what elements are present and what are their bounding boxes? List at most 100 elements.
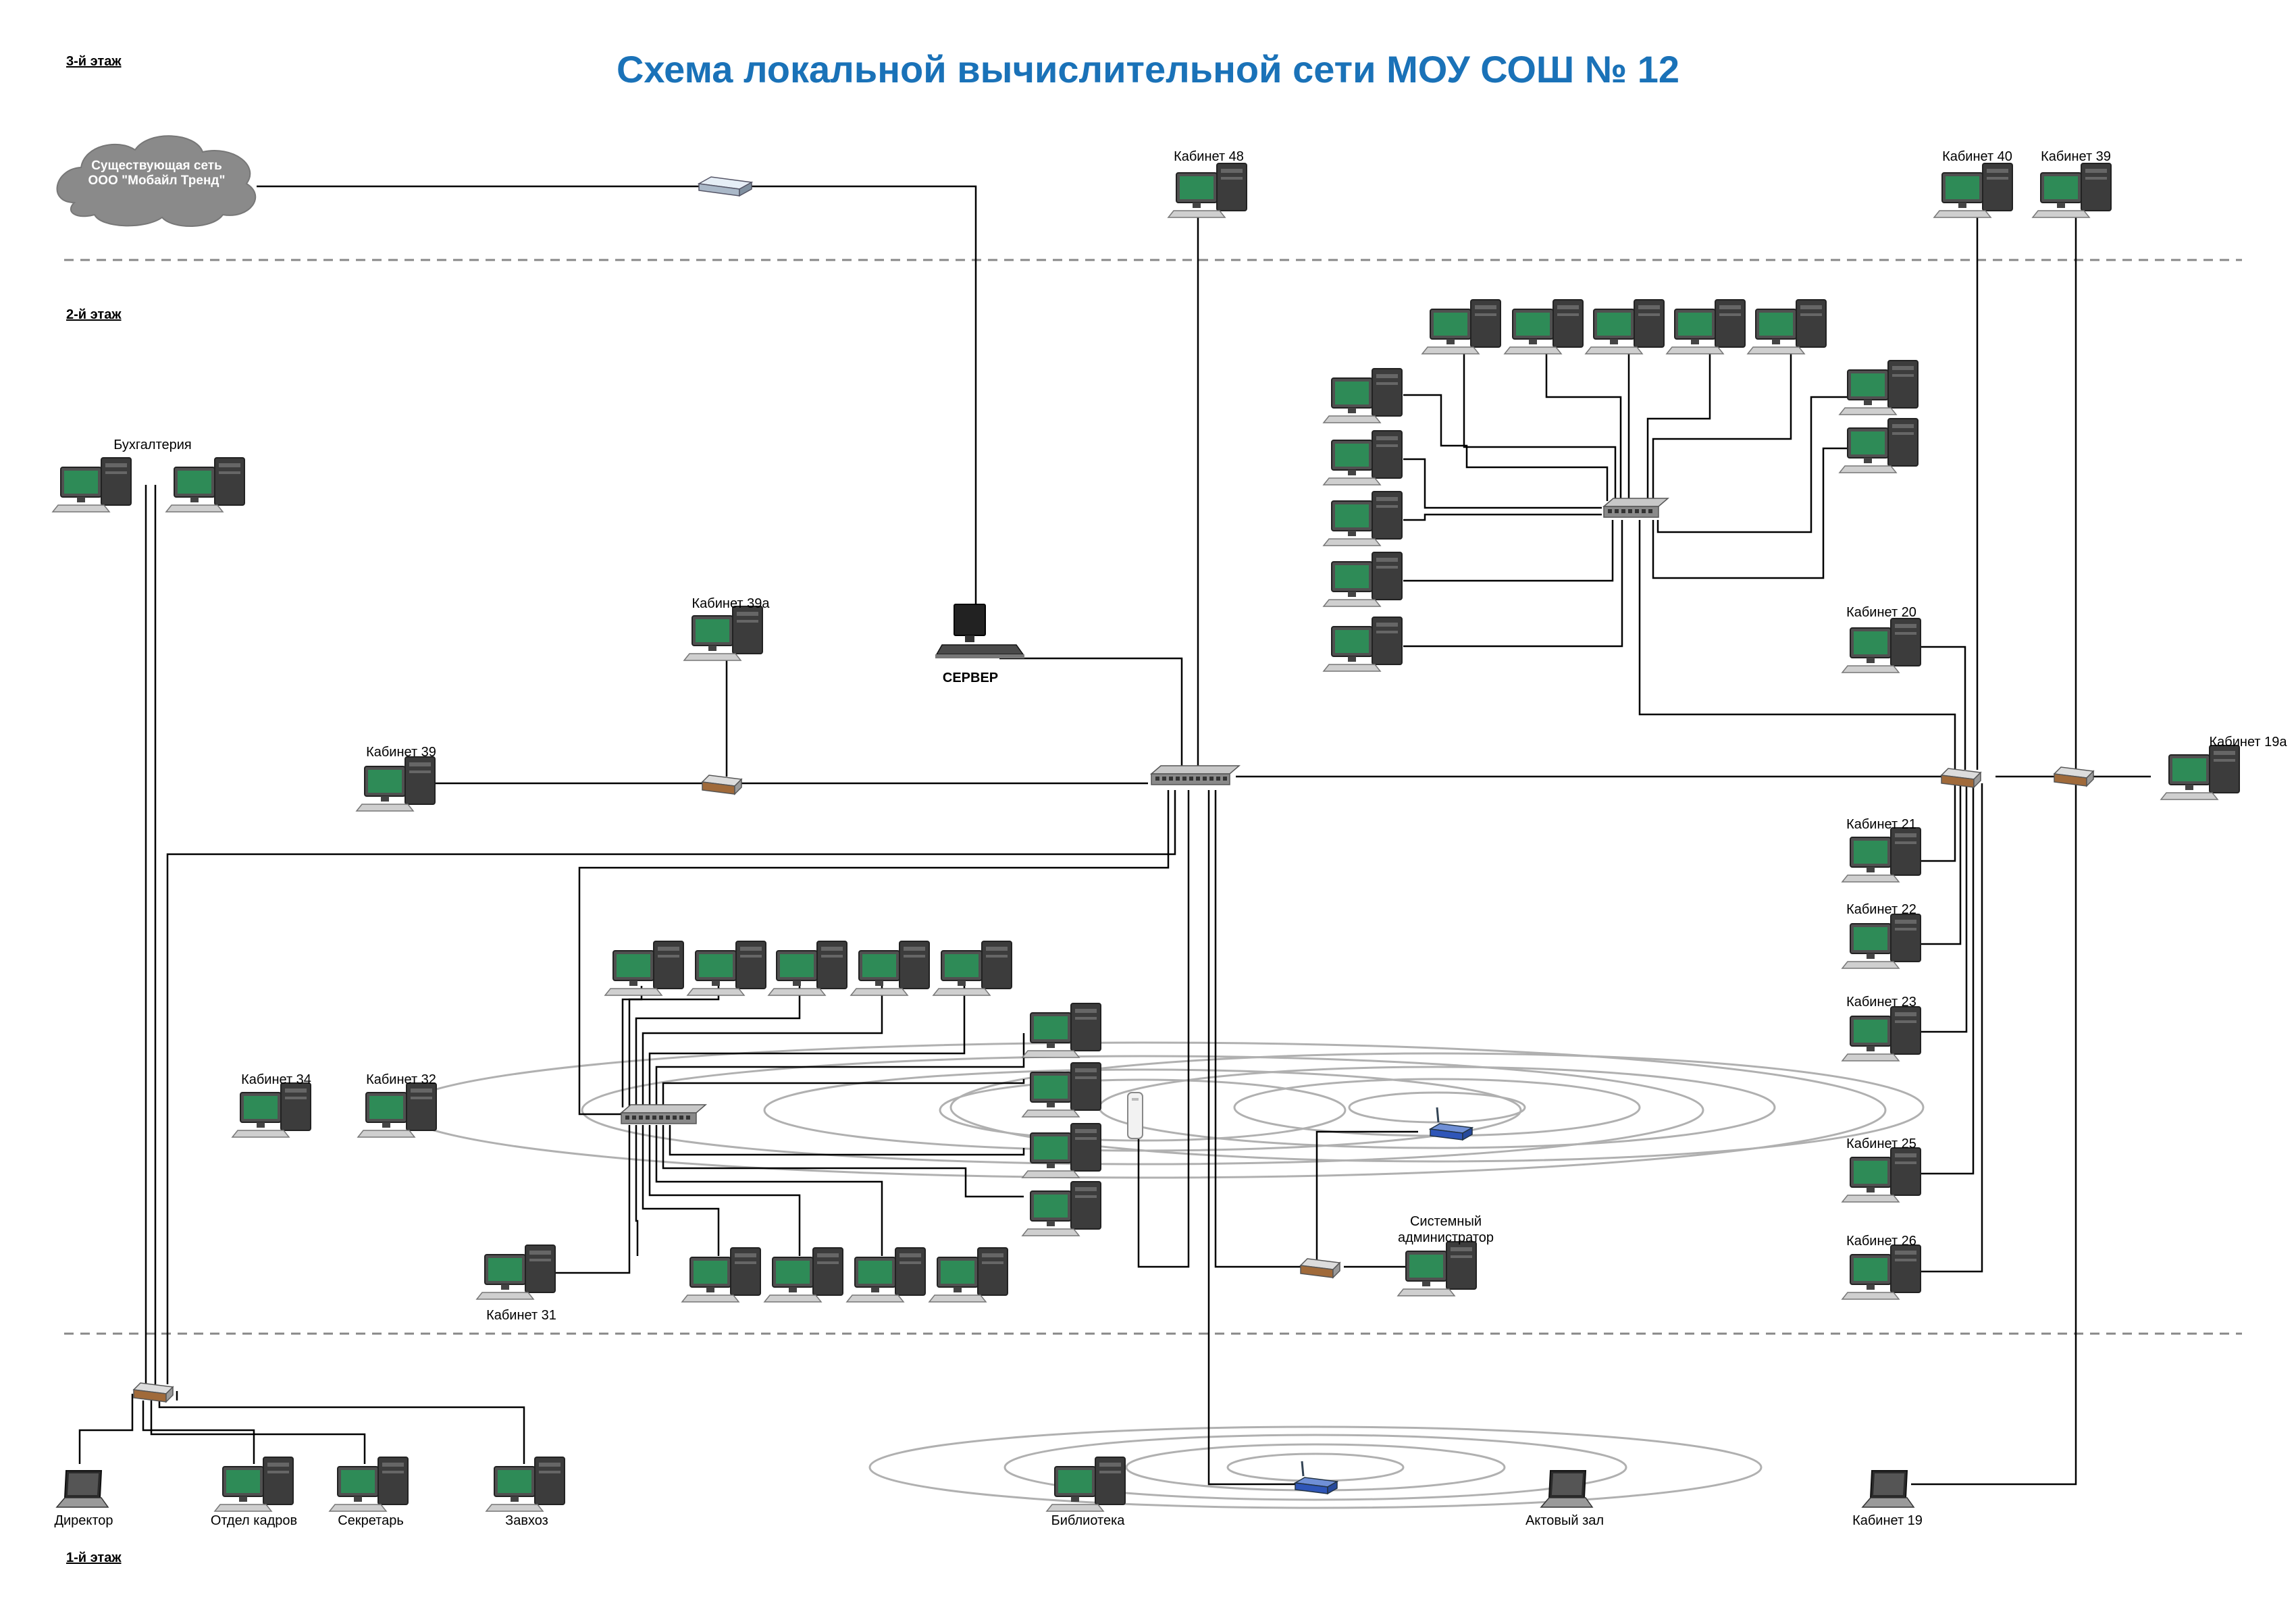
pc-lab-lower-top-1 [604,941,684,996]
label-director: Директор [54,1513,113,1528]
cable-lab-pc [1652,447,1848,579]
pc-lab-lower-bottom-3 [845,1247,926,1303]
pc-cabinet-21 [1841,827,1921,883]
cable-lab-pc [642,986,883,1107]
pc-secretary [328,1457,409,1512]
pc-cabinet-39 [355,756,436,812]
pc-cabinet-22 [1841,914,1921,969]
label-library: Библиотека [1051,1513,1125,1528]
cable-lab-pc [1403,520,1614,582]
pc-cabinet-19a [2160,745,2240,800]
pc-cabinet-25 [1841,1147,1921,1203]
cable-lab-pc [1656,396,1848,533]
page-title: Схема локальной вычислительной сети МОУ … [616,48,1679,90]
cable-admin-hub [1214,790,1303,1268]
cable-cab21 [1916,783,1956,862]
lab-upper-switch [1602,498,1670,518]
wireless-ring [868,1425,1763,1509]
pc-lab-lower-top-2 [686,941,766,996]
cable-lab-pc [655,1125,883,1256]
label-cabinet-34: Кабинет 34 [241,1072,311,1087]
label-cabinet-40: Кабинет 40 [1942,149,2012,164]
cable-lab-pc [1463,351,1617,501]
cable-cab22 [1916,783,1962,945]
cable-isp [257,185,977,611]
label-cabinet-48: Кабинет 48 [1174,149,1244,164]
cable-cab19 [1911,783,2077,1486]
pc-lab-lower-bottom-4 [928,1247,1008,1303]
pc-cabinet-26 [1841,1245,1921,1300]
pc-lab-lower-top-5 [932,941,1012,996]
pc-zavhoz [485,1457,565,1512]
label-cabinet-39-top: Кабинет 39 [2041,149,2111,164]
cable-zavhoz [158,1400,525,1464]
label-zavhoz: Завхоз [505,1513,548,1528]
lab-lower-switch [619,1104,708,1124]
cable-floor1-trunk [166,790,1176,1384]
cable-director [78,1394,134,1464]
pc-cabinet-39a [683,606,763,661]
pc-accounting-1 [51,457,132,513]
label-cabinet-19a: Кабинет 19а [2209,735,2287,750]
label-cabinet-23: Кабинет 23 [1846,995,1916,1010]
cable-cab25 [1916,783,1975,1175]
cable-wifi-ap [1137,790,1190,1268]
cloud-isp-network [56,135,257,228]
pc-lab-lower-right-2 [1021,1062,1101,1118]
pc-library [1045,1457,1126,1512]
pc-lab-upper-top-2 [1503,299,1584,355]
main-switch [1149,765,1241,785]
hub-cabinet-39 [701,775,743,795]
hub-sysadmin [1299,1258,1341,1279]
label-cabinet-20: Кабинет 20 [1846,605,1916,620]
wireless-coverage-rings [398,1041,1925,1509]
cable-wifi-router [1315,1130,1418,1267]
cable-lab-pc [1646,351,1711,501]
pc-lab-upper-top-3 [1584,299,1665,355]
label-hr-department: Отдел кадров [210,1513,298,1528]
pc-lab-upper-left-3 [1322,491,1403,546]
cable-cab26 [1916,783,1983,1273]
pc-cabinet-31 [475,1245,556,1300]
cable-lab-lower [578,790,1170,1116]
floor-label-1: 1-й этаж [66,1550,122,1565]
pc-lab-lower-bottom-1 [681,1247,761,1303]
hub-east [1940,768,1982,789]
pc-lab-upper-top-5 [1746,299,1827,355]
pc-cabinet-20 [1841,618,1921,673]
cloud-line-1: Существующая сеть [91,159,222,173]
pc-lab-lower-right-3 [1021,1123,1101,1178]
floor-label-2: 2-й этаж [66,307,122,322]
cable-lab-pc [655,1033,1025,1107]
pc-lab-upper-top-1 [1421,299,1501,355]
laptop-assembly-hall [1540,1470,1594,1508]
label-cabinet-19: Кабинет 19 [1852,1513,1923,1528]
label-cabinet-21: Кабинет 21 [1846,817,1916,832]
label-secretary: Секретарь [338,1513,404,1528]
cable-lab-pc [648,1125,801,1256]
pc-sysadmin [1397,1241,1477,1296]
pc-lab-upper-left-2 [1322,430,1403,486]
label-sysadmin: Системный администратор [1398,1213,1494,1246]
pc-accounting-2 [165,457,245,513]
wireless-ring [949,1052,1925,1163]
pc-lab-upper-right-2 [1838,418,1919,473]
cable-lab-pc [1545,351,1622,501]
cable-lab-pc [662,1079,1025,1107]
pc-lab-lower-top-3 [767,941,847,996]
pc-lab-upper-right-1 [1838,360,1919,415]
pc-lab-upper-left-1 [1322,368,1403,423]
laptop-cabinet-19 [1861,1470,1915,1508]
pc-cabinet-40 [1933,163,2013,218]
label-sysadmin-line-2: администратор [1397,1230,1494,1245]
cable-lab-pc [1403,394,1609,501]
hub-floor-1 [132,1382,174,1403]
wifi-router-library [1293,1461,1339,1495]
pc-cabinet-34 [231,1082,311,1138]
cable-lab-pc [635,1125,639,1256]
wireless-ring [581,1055,1704,1165]
label-cabinet-22: Кабинет 22 [1846,902,1916,917]
cable-lab-pc [648,986,966,1107]
cable-cab20 [1916,646,1966,770]
label-cabinet-25: Кабинет 25 [1846,1136,1916,1151]
